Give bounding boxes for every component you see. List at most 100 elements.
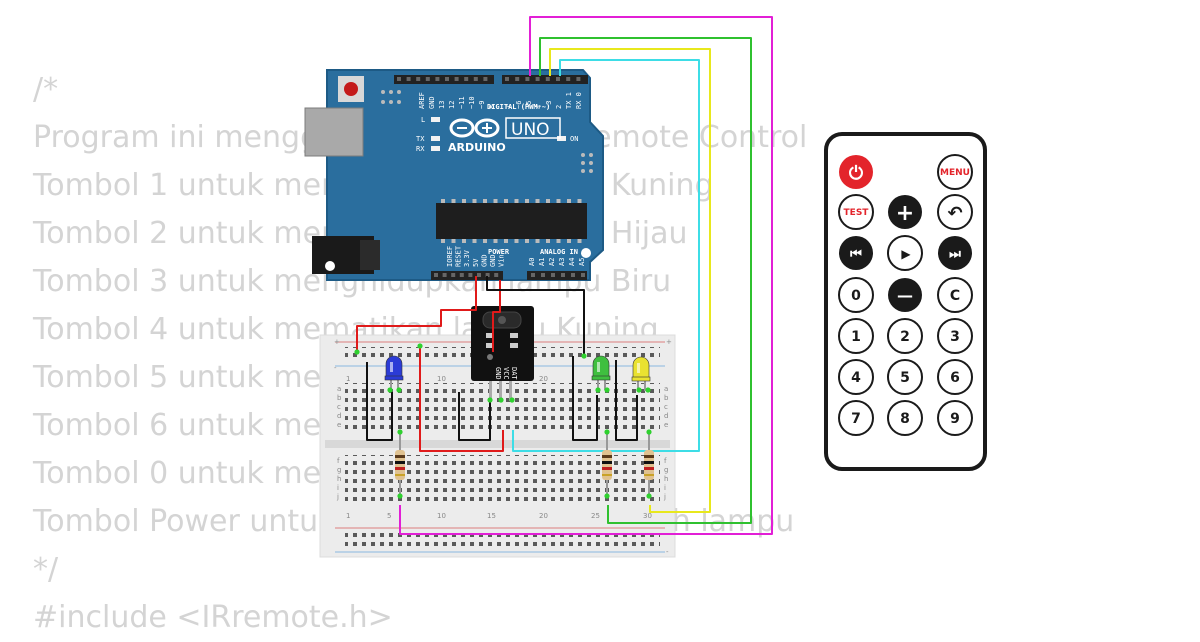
code-line: #include <IRremote.h> <box>33 600 393 635</box>
resistor-yellow <box>644 432 654 496</box>
led-l <box>431 117 440 122</box>
bb-col-5-b: 5 <box>387 512 391 520</box>
led-on <box>557 136 566 141</box>
wire-magenta <box>399 16 773 535</box>
remote-button-0: 0 <box>838 277 874 313</box>
svg-text:8: 8 <box>900 411 910 427</box>
reset-button-cap <box>344 82 358 96</box>
arduino-logo <box>449 118 500 138</box>
bb-row-letter: g <box>664 466 668 474</box>
remote-button-menu: MENU <box>937 154 973 190</box>
usb-port <box>304 107 364 157</box>
digital-pin-label: ~11 <box>458 96 466 109</box>
arduino-model: UNO <box>511 120 550 140</box>
bb-row-letter: b <box>664 394 669 402</box>
svg-text:MENU: MENU <box>940 168 970 178</box>
remote-digit-grid: 1 2 3 4 5 6 7 8 9 <box>838 318 973 436</box>
ir-remote: ⏻ MENU TEST + ↶ ⏮ ▶ ⏭ <box>824 132 987 471</box>
bb-row-letter: d <box>337 412 341 420</box>
digital-pin-label: GND <box>428 96 436 109</box>
bb-col-20: 20 <box>539 375 548 383</box>
svg-text:C: C <box>950 288 960 304</box>
digital-pin-label: ~6 <box>515 101 523 109</box>
remote-button-power: ⏻ <box>839 155 873 189</box>
ir-pin-vcc: VCC <box>502 367 510 380</box>
digital-pin-label: RX 0 <box>575 92 583 109</box>
power-pin-label: GND <box>489 254 497 267</box>
digital-pin-label: 12 <box>448 101 456 109</box>
bb-row-letter: j <box>663 493 666 501</box>
bb-col-10: 10 <box>437 375 446 383</box>
led-rx <box>431 146 440 151</box>
mount-hole <box>581 248 591 258</box>
digital-pin-label: 8 <box>488 105 496 109</box>
wire-black-leds <box>366 356 638 441</box>
bb-row-letter: h <box>337 475 341 483</box>
power-pin-label: IOREF <box>446 246 454 267</box>
power-pin-label: GND <box>480 254 488 267</box>
svg-text:4: 4 <box>851 370 861 386</box>
bb-row-letter: f <box>664 457 667 465</box>
resistor-blue <box>395 432 405 496</box>
led-biru <box>384 355 404 390</box>
led-tx <box>431 136 440 141</box>
svg-text:⏻: ⏻ <box>849 163 864 184</box>
digital-header-right <box>502 75 588 84</box>
power-pin-label: Vin <box>498 254 506 267</box>
digital-pin-label: ~9 <box>478 101 486 109</box>
digital-pin-label: ~10 <box>468 96 476 109</box>
digital-pin-label: 2 <box>555 105 563 109</box>
svg-text:1: 1 <box>851 329 861 345</box>
rail-plus: + <box>334 338 340 346</box>
arduino-brand: ARDUINO <box>448 141 506 154</box>
bb-col-1: 1 <box>346 375 350 383</box>
svg-text:7: 7 <box>851 411 861 427</box>
digital-pin-label: 4 <box>535 105 543 109</box>
svg-text:5: 5 <box>900 370 910 386</box>
led-tx-label: TX <box>416 135 425 143</box>
svg-text:—: — <box>897 286 913 305</box>
digital-pin-label: AREF <box>418 92 426 109</box>
ir-pin-dat: DAT <box>510 367 518 380</box>
bb-col-15-b: 15 <box>487 512 496 520</box>
digital-pin-label: ~5 <box>525 101 533 109</box>
bb-row-letter: i <box>664 484 666 492</box>
remote-button-3: 3 <box>937 318 973 354</box>
svg-text:0: 0 <box>851 288 861 304</box>
bb-col-1-b: 1 <box>346 512 350 520</box>
analog-header-label: ANALOG IN <box>540 248 578 256</box>
svg-text:6: 6 <box>950 370 960 386</box>
power-pin-label: 5V <box>472 258 480 267</box>
wire-cyan <box>512 59 700 452</box>
power-pin-label: RESET <box>455 245 463 267</box>
mount-hole <box>325 261 335 271</box>
svg-text:2: 2 <box>900 329 910 345</box>
analog-pin-label: A4 <box>568 258 576 266</box>
bb-col-10-b: 10 <box>437 512 446 520</box>
remote-button-4: 4 <box>838 359 874 395</box>
remote-button-1: 1 <box>838 318 874 354</box>
digital-pin-label: 13 <box>438 101 446 109</box>
svg-text:↶: ↶ <box>947 203 962 224</box>
power-header-label: POWER <box>488 248 510 256</box>
bb-row-letter: h <box>664 475 668 483</box>
remote-button-6: 6 <box>937 359 973 395</box>
wire-red-5v <box>356 276 477 352</box>
svg-text:▶: ▶ <box>901 247 911 261</box>
rail-plus-right: + <box>666 338 672 346</box>
bb-row-letter: j <box>336 493 339 501</box>
remote-button-play: ▶ <box>887 235 923 271</box>
svg-text:9: 9 <box>950 411 960 427</box>
bb-row-letter: e <box>664 421 668 429</box>
bb-row-letter: e <box>337 421 341 429</box>
bb-row-letter: a <box>337 385 341 393</box>
svg-text:⏮: ⏮ <box>850 247 862 262</box>
remote-button-7: 7 <box>838 400 874 436</box>
bb-row-letter: f <box>337 457 340 465</box>
bb-row-letter: d <box>664 412 668 420</box>
remote-button-test: TEST <box>838 194 874 230</box>
